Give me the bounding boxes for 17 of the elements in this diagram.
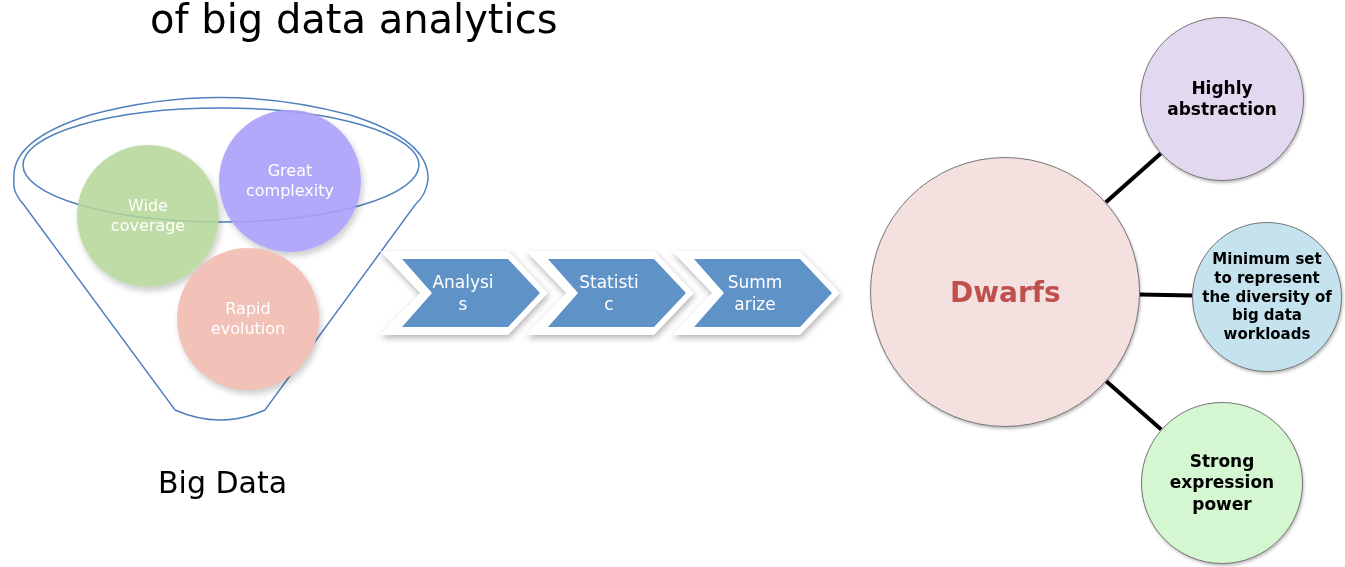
circle-label: Wide coverage (109, 196, 187, 236)
circle-label: Great complexity (245, 161, 335, 201)
circle-node (177, 248, 319, 390)
circle-label: Dwarfs (950, 274, 1060, 310)
title: of big data analytics (150, 0, 558, 42)
circle-node (219, 110, 361, 252)
connector-line (1105, 379, 1163, 431)
step-label: Summarize (726, 270, 784, 316)
circle-label: Strong expression power (1168, 451, 1276, 515)
circle-label: Minimum set to represent the diversity of big data workloads (1202, 250, 1332, 344)
node-label: Big Data (158, 465, 288, 500)
connector-line (1139, 292, 1193, 298)
circle-label: Rapid evolution (209, 299, 287, 339)
step-label: Analysis (432, 270, 494, 316)
connector-line (1104, 152, 1163, 204)
step-label: Statistic (578, 270, 640, 316)
circle-label: Highly abstraction (1166, 77, 1278, 121)
